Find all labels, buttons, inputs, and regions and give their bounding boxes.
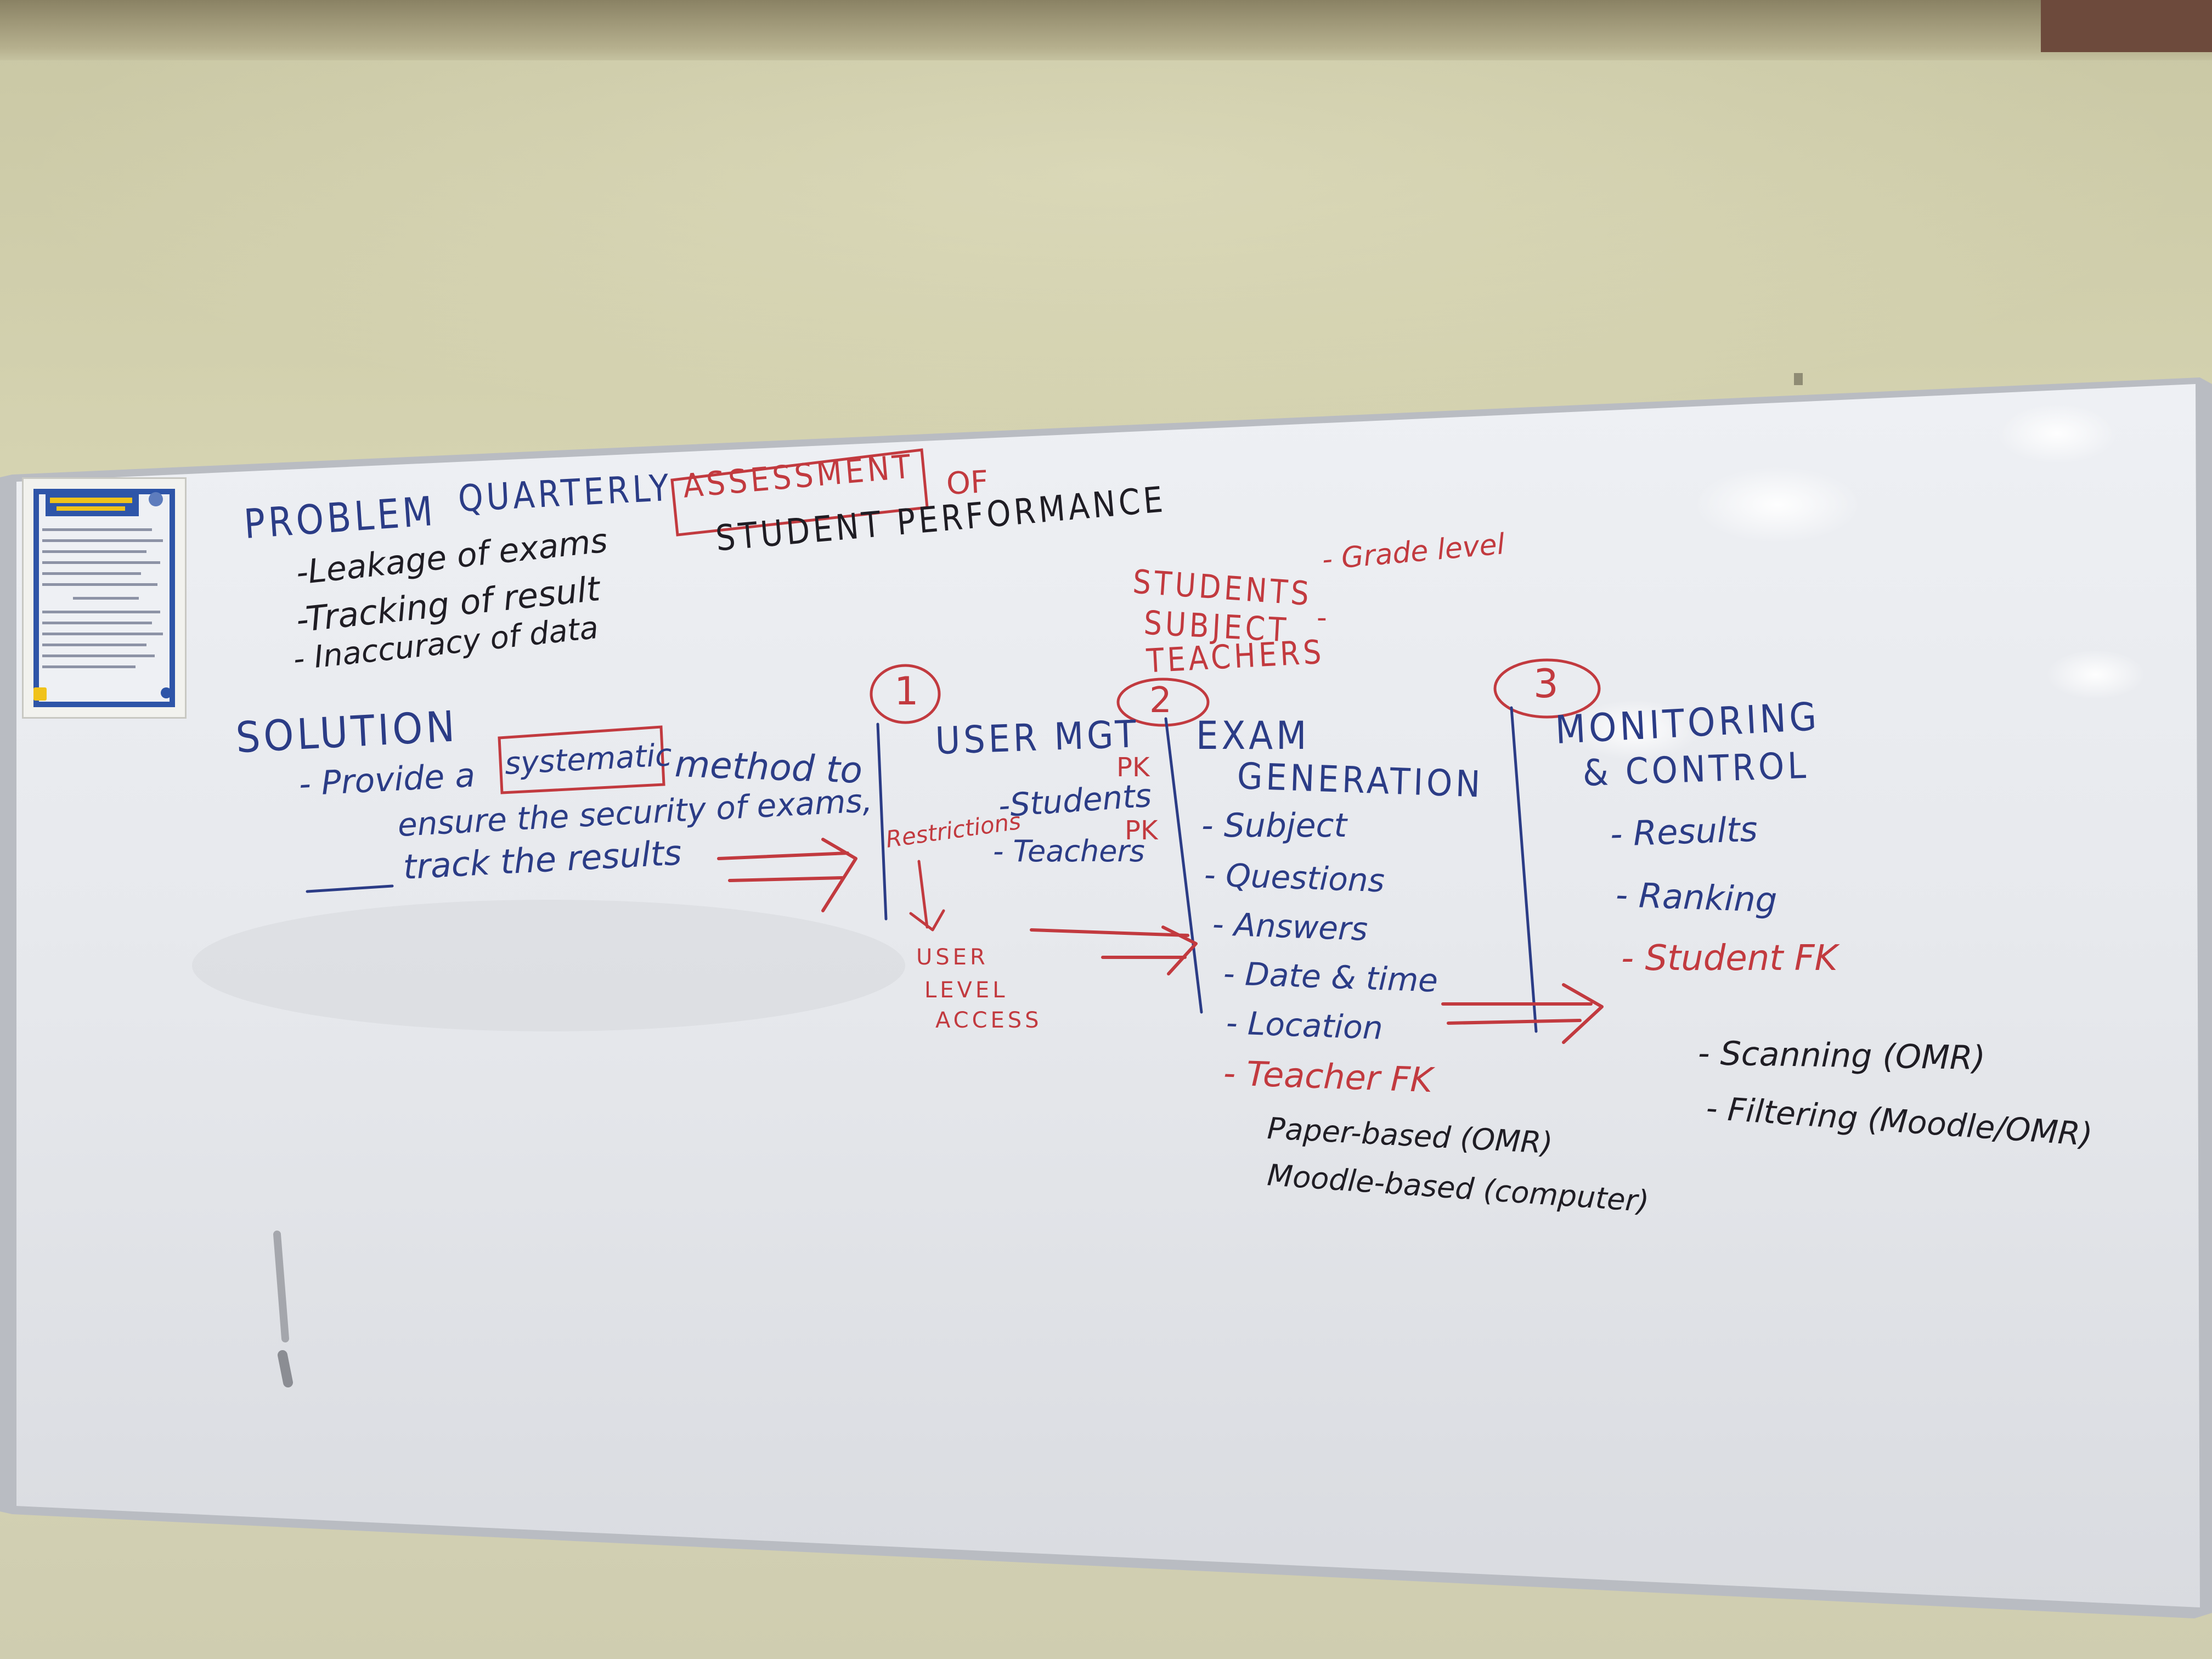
module-1-teachers: - Teachers [993, 834, 1145, 868]
module-1-number: 1 [894, 669, 919, 714]
solution-line [306, 884, 394, 893]
module-3-left-line [1510, 706, 1538, 1033]
module-3-results: - Results [1609, 809, 1758, 854]
poster-logo-icon [149, 492, 163, 506]
poster-text-line [42, 550, 146, 553]
entity-teachers: TEACHERS [1146, 633, 1326, 681]
module-3-student-fk: - Student FK [1621, 938, 1838, 979]
poster-text-line [42, 539, 163, 542]
module-2-item: - Date & time [1222, 955, 1439, 1000]
module-1-access-line: USER [916, 945, 989, 970]
poster-text-line [42, 583, 157, 586]
taped-poster [22, 477, 187, 719]
poster-text-line [42, 572, 141, 575]
circle-number-3 [1493, 658, 1601, 719]
poster-text-line [42, 644, 146, 646]
module-2-title-line-1: EXAM [1196, 714, 1310, 759]
poster-text-line [42, 611, 160, 613]
title-quarterly: QUARTERLY [456, 466, 673, 521]
systematic-box [498, 725, 665, 794]
light-glare [2046, 650, 2145, 699]
arrow-to-module-2 [1030, 926, 1198, 975]
module-2-number: 2 [1149, 680, 1172, 721]
poster-text-line [42, 654, 155, 657]
assessment-box [670, 448, 929, 537]
poster-seal-icon [161, 687, 172, 698]
poster-text-line [73, 597, 139, 600]
arrow-to-module-1 [717, 838, 857, 912]
module-2-left-line [1164, 717, 1203, 1014]
poster-text-line [42, 561, 160, 564]
poster-text-line [42, 622, 152, 624]
module-1-left-line [876, 723, 888, 921]
arrow-to-module-3 [1441, 983, 1604, 1044]
module-2-item: - Location [1225, 1004, 1384, 1047]
ceiling-shadow [2041, 0, 2212, 52]
solution-line-1-prefix: - Provide a [298, 756, 476, 804]
module-1-access-line: ACCESS [935, 1008, 1042, 1033]
solution-line-1-suffix: method to [674, 743, 864, 792]
solution-line-1-boxed: systematic [504, 737, 673, 782]
poster-text-line [42, 665, 136, 668]
circle-number-1 [870, 664, 941, 724]
light-glare [1997, 403, 2118, 464]
poster-badge-icon [33, 687, 47, 701]
module-2-title-line-2: GENERATION [1236, 755, 1485, 806]
whiteboard-surface [16, 384, 2200, 1607]
module-1-title: USER MGT [934, 712, 1141, 763]
module-1-pk-students: PK [1116, 752, 1150, 783]
entity-subject-dash: - [1317, 601, 1327, 634]
module-3-ranking: - Ranking [1615, 874, 1778, 921]
module-2-item: - Questions [1203, 856, 1385, 900]
wall-fixture [1794, 373, 1803, 385]
poster-text-line [42, 528, 152, 531]
eraser-smudge [192, 900, 905, 1031]
circle-number-2 [1116, 678, 1210, 727]
module-3-scanning: - Scanning (OMR) [1697, 1034, 1986, 1078]
poster-banner [46, 494, 139, 516]
restrictions-arrow [909, 860, 945, 932]
module-3-title-line-2: & CONTROL [1582, 744, 1810, 795]
solution-heading: SOLUTION [234, 701, 459, 763]
eraser-mark [273, 1231, 289, 1342]
light-glare [1569, 699, 1701, 760]
module-2-item: - Subject [1201, 806, 1347, 845]
ceiling-strip [0, 0, 2212, 60]
module-2-item: - Answers [1211, 905, 1369, 948]
module-2-teacher-fk: - Teacher FK [1222, 1053, 1434, 1101]
poster-text-line [42, 633, 163, 635]
module-1-access-line: LEVEL [924, 978, 1008, 1003]
eraser-mark [278, 1350, 293, 1387]
wall [0, 60, 2212, 444]
module-1-pk-teachers: PK [1125, 815, 1158, 846]
module-3-number: 3 [1533, 661, 1559, 707]
light-glare [1695, 466, 1860, 543]
